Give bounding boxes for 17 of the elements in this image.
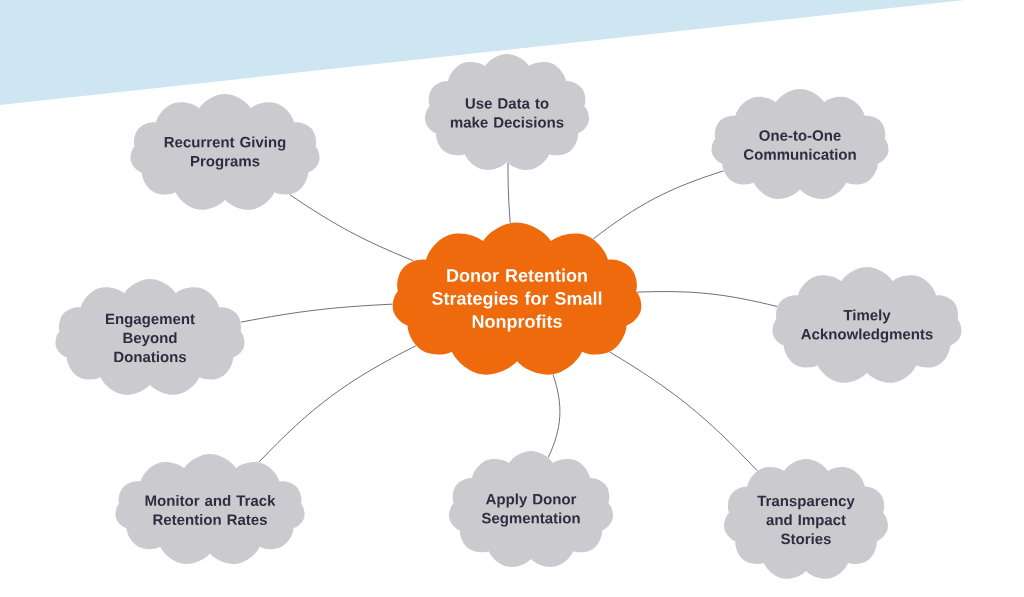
cloud-node: Monitor and Track Retention Rates bbox=[115, 454, 305, 564]
cloud-node: Engagement Beyond Donations bbox=[55, 279, 245, 395]
connector-line bbox=[507, 162, 511, 224]
cloud-node: One-to-One Communication bbox=[711, 89, 889, 199]
connector-line bbox=[609, 351, 758, 472]
cloud-node: Timely Acknowledgments bbox=[772, 267, 962, 383]
cloud-node: Transparency and Impact Stories bbox=[724, 459, 888, 579]
connector-line bbox=[547, 374, 561, 458]
central-cloud: Donor Retention Strategies for Small Nonprofits bbox=[392, 222, 642, 375]
connector-line bbox=[592, 170, 724, 240]
connector-line bbox=[636, 291, 778, 307]
connector-line bbox=[258, 345, 417, 463]
cloud-node: Apply Donor Segmentation bbox=[449, 451, 613, 567]
connector-line bbox=[289, 194, 414, 262]
cloud-node: Use Data to make Decisions bbox=[425, 54, 589, 170]
cloud-node: Recurrent Giving Programs bbox=[130, 94, 320, 210]
connector-line bbox=[240, 303, 393, 323]
